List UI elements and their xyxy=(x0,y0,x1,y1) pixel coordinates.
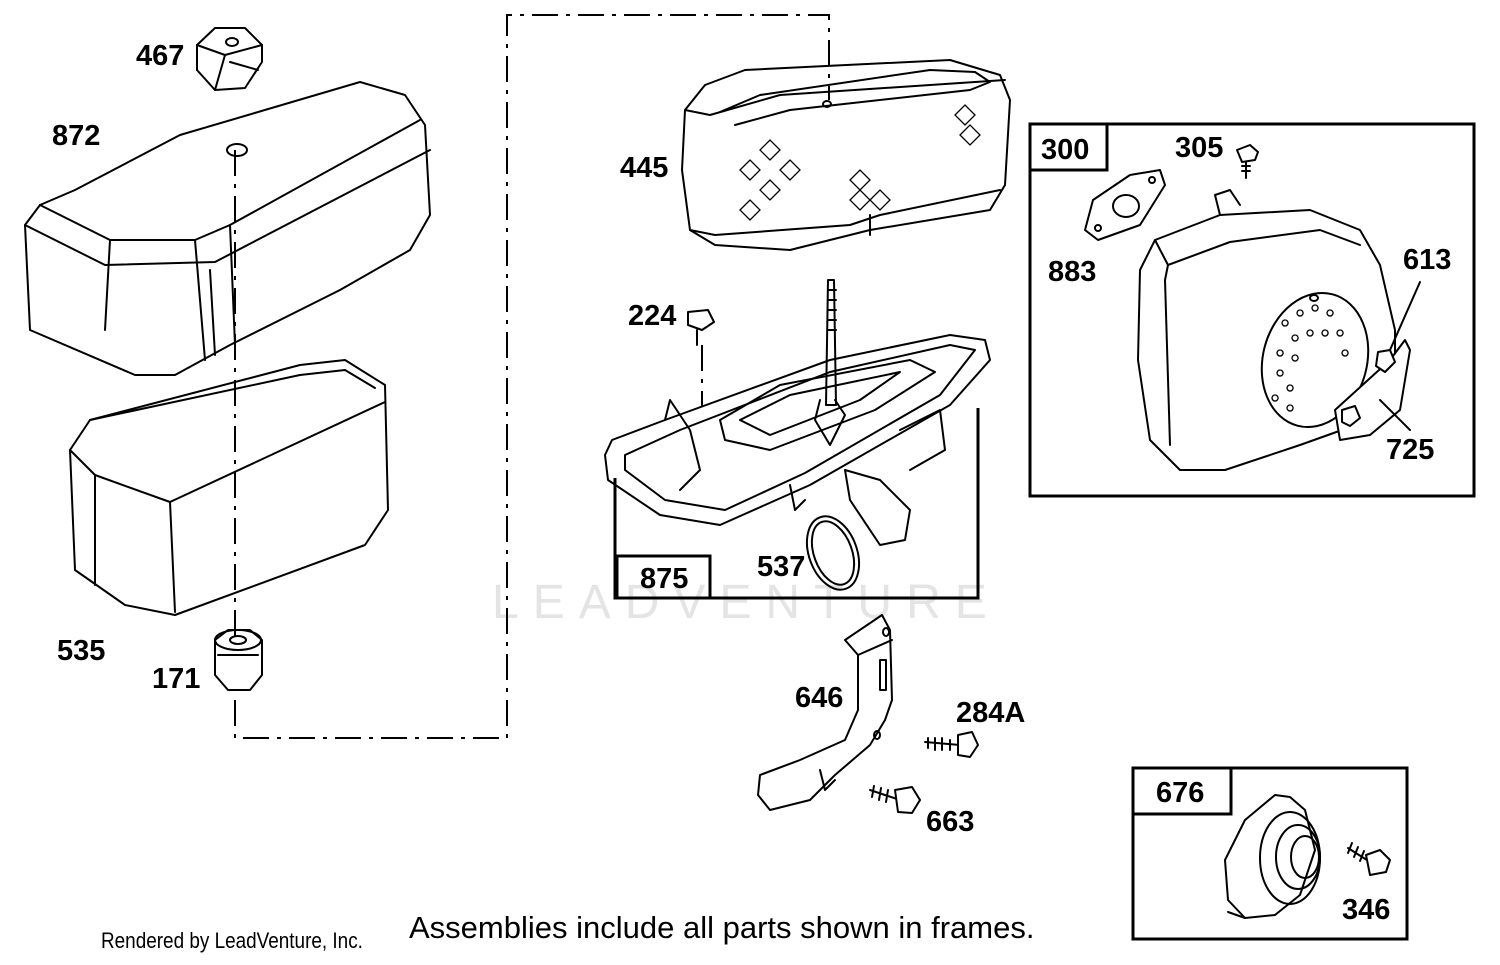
part-label-284a: 284A xyxy=(956,697,1025,729)
frame-label-875: 875 xyxy=(640,563,688,595)
exhaust-gasket xyxy=(1084,169,1166,241)
part-label-872: 872 xyxy=(52,120,100,152)
frame-label-300: 300 xyxy=(1041,134,1089,166)
part-label-535: 535 xyxy=(57,635,105,667)
frame-875-border xyxy=(613,408,980,600)
cover-knob xyxy=(196,27,263,91)
o-ring-gasket xyxy=(805,515,861,591)
part-label-537: 537 xyxy=(757,551,805,583)
leader-line xyxy=(234,14,830,739)
watermark-text: LEADVENTURE xyxy=(492,576,1001,629)
render-credit: Rendered by LeadVenture, Inc. xyxy=(101,928,363,953)
leader-line xyxy=(1379,399,1411,431)
part-label-171: 171 xyxy=(152,663,200,695)
part-label-346: 346 xyxy=(1342,894,1390,926)
part-label-224: 224 xyxy=(628,300,676,332)
air-filter xyxy=(681,59,1011,251)
screw-663 xyxy=(869,785,921,814)
frame-875-label-box xyxy=(615,554,712,600)
assembly-note: Assemblies include all parts shown in fr… xyxy=(409,910,1035,945)
o-ring-gasket xyxy=(810,520,856,586)
air-cleaner-cover xyxy=(24,81,431,376)
frame-label-676: 676 xyxy=(1156,777,1204,809)
part-label-883: 883 xyxy=(1048,256,1096,288)
muffler xyxy=(1137,189,1411,471)
part-label-305: 305 xyxy=(1175,132,1223,164)
air-cleaner-base xyxy=(604,279,991,546)
part-label-613: 613 xyxy=(1403,244,1451,276)
part-label-445: 445 xyxy=(620,152,668,184)
frame-300-border xyxy=(1028,122,1476,498)
part-label-725: 725 xyxy=(1386,434,1434,466)
screw-305 xyxy=(1236,144,1259,179)
part-label-467: 467 xyxy=(136,40,184,72)
pre-cleaner xyxy=(69,359,389,616)
bolt-224 xyxy=(687,309,715,346)
leader-line xyxy=(1389,281,1421,351)
bracket xyxy=(757,614,893,811)
frame-676-border xyxy=(1131,766,1409,941)
screw-346 xyxy=(1347,842,1391,876)
part-label-663: 663 xyxy=(926,806,974,838)
spark-arrestor xyxy=(1224,794,1321,919)
frame-676-label-box xyxy=(1131,766,1233,816)
part-label-646: 646 xyxy=(795,682,843,714)
screw-284a xyxy=(924,731,979,758)
frame-300-label-box xyxy=(1028,122,1109,172)
grommet xyxy=(214,629,263,691)
